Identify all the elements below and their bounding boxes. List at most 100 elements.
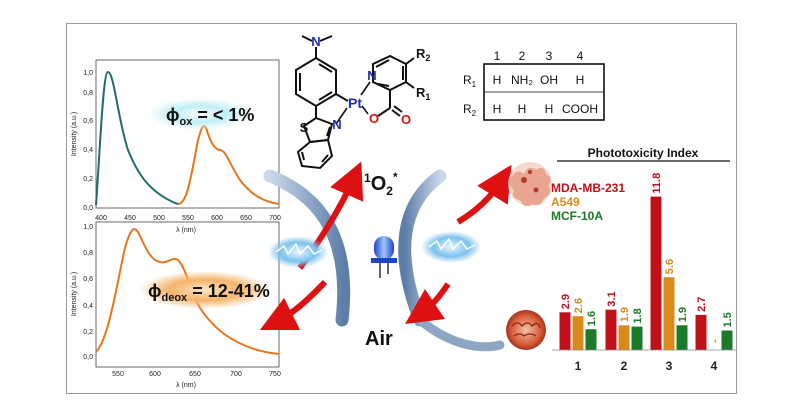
- phi-deox-value: = 12-41%: [187, 281, 270, 301]
- category-label-1: 1: [575, 359, 582, 373]
- spectrum-top-plot-frame: [95, 59, 280, 209]
- bar-a549-cat-1: [572, 316, 584, 350]
- pyridine-double-bond: [377, 83, 390, 87]
- bar-mcf-10a-cat-4: [721, 330, 733, 350]
- spectrum-top-xtick: 650: [240, 215, 252, 222]
- spectrum-bottom: 0,0 0,2 0,4 0,6 0,8 1,0 550 600 650 700 …: [71, 221, 281, 389]
- spectrum-top-ytick: 0,8: [83, 90, 93, 97]
- spectrum-bottom-xtick: 550: [112, 371, 124, 378]
- spectrum-top-ytick: 0,6: [83, 118, 93, 125]
- spectrum-top-xtick: 450: [124, 215, 136, 222]
- singlet-oxygen-label: 1O2*: [364, 170, 398, 198]
- bar-mcf-10a-cat-3: [676, 325, 688, 350]
- singlet-oxygen-superscript: 1: [364, 171, 371, 185]
- live-cell-icon: [506, 310, 546, 350]
- o-pt-bond: [361, 105, 369, 115]
- dead-cell-icon: [508, 162, 552, 207]
- bar-mcf-10a-cat-1: [585, 329, 597, 350]
- table-cell: OH: [540, 73, 558, 87]
- spectrum-top-yticks: 0,0 0,2 0,4 0,6 0,8 1,0: [83, 70, 93, 212]
- carbonyl-double-bond: [391, 109, 401, 117]
- legend-mcf-10a: MCF-10A: [551, 209, 603, 223]
- dead-cell-fragment: [521, 177, 527, 183]
- spectrum-top-xtick: 500: [153, 215, 165, 222]
- bar-value-label: 5.6: [664, 259, 676, 274]
- atom-n-pyridine: N: [367, 68, 376, 83]
- r2-subscript: 2: [425, 53, 430, 63]
- atom-n-thiazole: N: [332, 117, 341, 132]
- bar-mda-mb-231-cat-3: [650, 196, 662, 350]
- spectrum-top-xtick: 550: [182, 215, 194, 222]
- spectrum-top-xtick: 700: [269, 215, 281, 222]
- legend-a549: A549: [551, 195, 580, 209]
- atom-s: S: [300, 120, 309, 135]
- phenyl-ring: [295, 56, 337, 108]
- phi-ox-value: = < 1%: [192, 105, 254, 125]
- r2-bond: [405, 57, 415, 65]
- benzo-double-bond: [301, 151, 305, 161]
- bar-value-label: 2.9: [560, 294, 572, 309]
- phototoxicity-chart: Phototoxicity Index MDA-MB-231 A549 MCF-…: [551, 146, 736, 373]
- category-label-3: 3: [666, 359, 673, 373]
- table-cell: NH₂: [511, 73, 533, 87]
- right-light-flash: [421, 231, 481, 263]
- pyridine-double-bond: [375, 59, 390, 68]
- led-bulb: [374, 236, 394, 260]
- bar-value-label: 1.8: [632, 308, 644, 323]
- spectrum-top-xlabel: λ (nm): [176, 227, 196, 234]
- methyl-bond-right: [319, 35, 333, 42]
- npy-pt-bond: [360, 81, 371, 96]
- bar-value-label: 2.7: [696, 297, 708, 312]
- singlet-oxygen-subscript: 2: [386, 184, 393, 198]
- spectrum-top-ytick: 1,0: [83, 70, 93, 77]
- bar-mda-mb-231-cat-4: [695, 314, 707, 350]
- pt-complex-structure: [295, 35, 415, 170]
- spectrum-bottom-ytick: 0,2: [83, 329, 93, 336]
- spectrum-top-ylabel: Intensity (a.u.): [71, 112, 78, 156]
- atom-n-amine: N: [311, 34, 320, 49]
- spectrum-top: 0,0 0,2 0,4 0,6 0,8 1,0 400 450 500 550 …: [71, 59, 281, 234]
- n-pt-bond: [335, 107, 348, 125]
- table-row-label-r2: R2: [463, 102, 477, 118]
- bar-value-label: 1.5: [722, 312, 734, 327]
- atom-r2: R2: [416, 46, 430, 63]
- left-light-flash: [268, 236, 328, 268]
- table-col-1: 1: [494, 49, 501, 63]
- spectrum-bottom-xtick: 650: [189, 371, 201, 378]
- bar-value-label: 1.9: [619, 307, 631, 322]
- bar-value-label: 2.6: [573, 298, 585, 313]
- dead-cell-fragment: [533, 187, 539, 193]
- pt-complex-atoms: N Pt S N N O O R2 R1: [300, 34, 431, 135]
- bar-value-label: 11.8: [651, 173, 663, 194]
- phi-ox-glow: [148, 98, 252, 130]
- singlet-oxygen-star: *: [393, 170, 398, 184]
- table-cell: H: [545, 102, 554, 116]
- photocycle: 1O2* Air: [259, 161, 512, 352]
- spectrum-bottom-ytick: 0,6: [83, 276, 93, 283]
- right-arrow-down: [405, 282, 451, 324]
- methyl-bond-left: [301, 35, 313, 42]
- air-label: Air: [365, 328, 393, 350]
- table-cell: H: [576, 73, 585, 87]
- spectrum-bottom-xlabel: λ (nm): [176, 382, 196, 389]
- bar-a549-cat-3: [663, 277, 675, 350]
- table-cell: COOH: [562, 102, 598, 116]
- table-col-3: 3: [546, 49, 553, 63]
- r1-subscript: 1: [425, 92, 430, 102]
- substituent-table: 1 2 3 4 R1 R2 H NH₂ OH H H H H COOH: [463, 49, 605, 121]
- r1-letter: R: [416, 85, 426, 100]
- table-row-label-r1: R1: [463, 73, 477, 89]
- bar-value-label: -: [709, 339, 721, 343]
- bar-value-label: 1.9: [677, 307, 689, 322]
- category-label-4: 4: [711, 359, 718, 373]
- phi-deox-glow: [139, 271, 271, 309]
- dead-cell-membrane: [509, 167, 551, 207]
- c-o-bond: [377, 107, 391, 117]
- table-cell: H: [493, 73, 502, 87]
- spectrum-top-ytick: 0,0: [83, 205, 93, 212]
- spectrum-bottom-xticks: 550 600 650 700 750: [112, 371, 281, 378]
- chart-title: Phototoxicity Index: [588, 146, 699, 160]
- category-label-2: 2: [621, 359, 628, 373]
